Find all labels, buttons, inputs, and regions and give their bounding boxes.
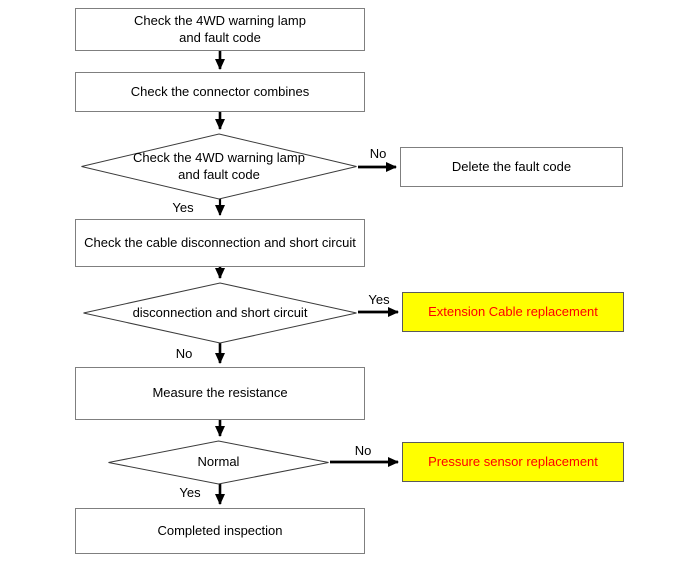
decision-cable-text: disconnection and short circuit xyxy=(132,304,308,320)
edge-label-decision-lamp-yes: Yes xyxy=(172,200,194,215)
node-delete-fault: Delete the fault code xyxy=(400,147,623,187)
decision-normal-diamond-shape xyxy=(107,440,330,485)
decision-lamp-line1: Check the 4WD warning lamp xyxy=(133,149,305,165)
decision-lamp-label: Check the 4WD warning lamp and fault cod… xyxy=(133,150,305,184)
edge-label-decision-normal-no: No xyxy=(354,443,372,458)
node-extension-cable: Extension Cable replacement xyxy=(402,292,624,332)
node-completed-inspection-label: Completed inspection xyxy=(157,522,283,538)
decision-lamp-diamond-shape xyxy=(80,133,358,200)
node-measure-resistance-label: Measure the resistance xyxy=(152,385,288,401)
edge-label-decision-lamp-no: No xyxy=(369,146,387,161)
node-check-lamp-initial: Check the 4WD warning lamp and fault cod… xyxy=(75,8,365,51)
decision-lamp-diamond-outline xyxy=(82,134,357,199)
decision-cable-diamond-outline xyxy=(84,283,357,343)
decision-cable-label: disconnection and short circuit xyxy=(133,305,308,322)
node-check-connector-label: Check the connector combines xyxy=(130,83,310,99)
decision-normal-text: Normal xyxy=(197,454,240,470)
node-pressure-sensor: Pressure sensor replacement xyxy=(402,442,624,482)
decision-normal-diamond-outline xyxy=(109,441,329,484)
decision-cable-diamond-shape xyxy=(82,282,358,344)
node-check-cable: Check the cable disconnection and short … xyxy=(75,219,365,267)
decision-normal-label: Normal xyxy=(198,454,240,471)
node-decision-lamp: Check the 4WD warning lamp and fault cod… xyxy=(80,133,358,200)
edge-label-decision-normal-yes: Yes xyxy=(179,485,201,500)
node-check-connector: Check the connector combines xyxy=(75,72,365,112)
node-check-cable-label: Check the cable disconnection and short … xyxy=(84,234,356,250)
node-completed-inspection: Completed inspection xyxy=(75,508,365,554)
node-decision-normal: Normal xyxy=(107,440,330,485)
edge-label-decision-cable-no: No xyxy=(175,346,193,361)
node-measure-resistance: Measure the resistance xyxy=(75,367,365,420)
decision-lamp-line2: and fault code xyxy=(178,166,260,182)
node-check-lamp-initial-line2: and fault code xyxy=(179,29,261,45)
node-extension-cable-label: Extension Cable replacement xyxy=(428,303,598,319)
node-pressure-sensor-label: Pressure sensor replacement xyxy=(428,453,598,469)
node-delete-fault-label: Delete the fault code xyxy=(451,158,572,174)
edge-label-decision-cable-yes: Yes xyxy=(368,292,390,307)
node-check-lamp-initial-line1: Check the 4WD warning lamp xyxy=(134,12,306,28)
node-decision-cable: disconnection and short circuit xyxy=(82,282,358,344)
